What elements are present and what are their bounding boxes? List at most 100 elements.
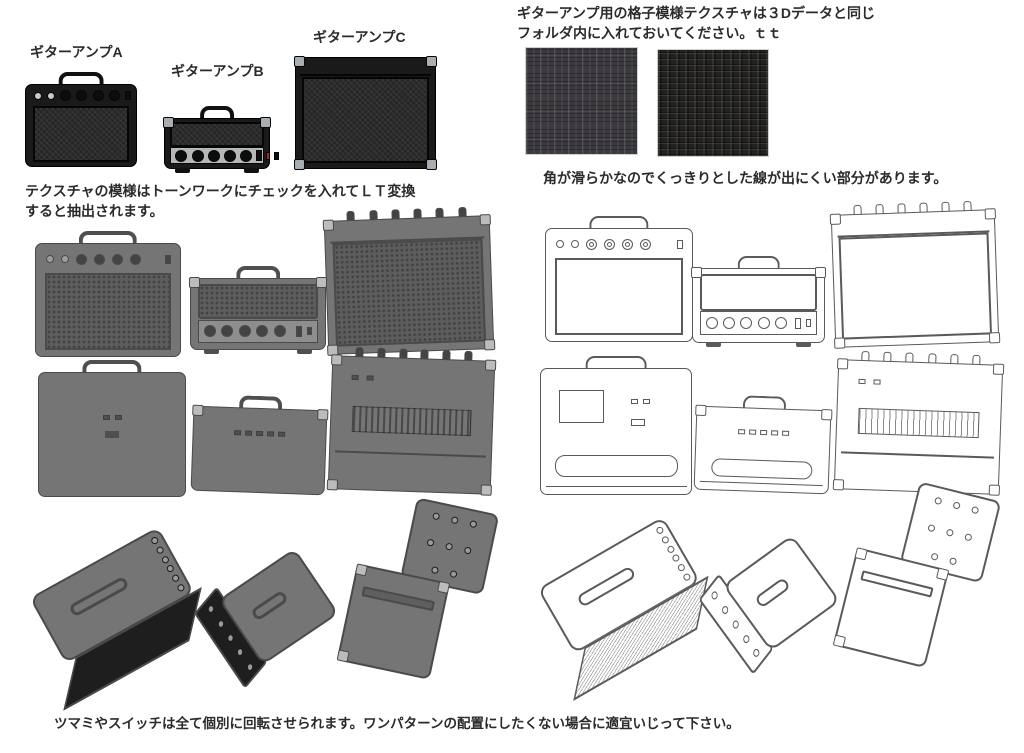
corner-cap bbox=[189, 277, 200, 288]
output-jack bbox=[115, 414, 123, 420]
knob bbox=[92, 90, 104, 102]
input-jack bbox=[46, 91, 55, 100]
knob bbox=[757, 317, 770, 330]
tilted-group bbox=[328, 483, 512, 698]
knob bbox=[93, 253, 105, 265]
amp-front-face bbox=[833, 546, 950, 669]
top-strip bbox=[300, 61, 431, 77]
knob bbox=[740, 317, 753, 330]
knob bbox=[225, 632, 235, 644]
back-connector-row bbox=[737, 429, 789, 437]
port-slot bbox=[711, 458, 813, 480]
jack-pair bbox=[858, 378, 881, 385]
input-jack bbox=[60, 255, 69, 264]
serial-plate bbox=[737, 429, 745, 435]
knob bbox=[676, 562, 686, 573]
knob bbox=[432, 512, 441, 521]
corner-cap bbox=[832, 479, 845, 491]
knob bbox=[774, 317, 787, 330]
amp-cabinet bbox=[545, 228, 693, 342]
amp-b-photo bbox=[163, 106, 280, 173]
output-jack bbox=[103, 414, 111, 420]
output-jack bbox=[267, 430, 275, 437]
handle bbox=[236, 266, 280, 282]
power-switch bbox=[806, 319, 812, 328]
amp-b-line-perspective bbox=[698, 530, 840, 675]
amp-b-gray-perspective bbox=[193, 545, 339, 689]
knob bbox=[170, 573, 181, 584]
knob bbox=[165, 564, 175, 574]
amp-c-gray-perspective bbox=[336, 496, 500, 684]
speaker-grille bbox=[301, 76, 430, 163]
power-inlet bbox=[104, 430, 119, 438]
amp-cabinet bbox=[163, 117, 280, 173]
knob bbox=[191, 149, 204, 162]
basketweave-tolex-texture bbox=[657, 49, 769, 157]
corner-cap bbox=[331, 354, 343, 366]
control-panel bbox=[556, 236, 684, 253]
power-switch bbox=[165, 254, 172, 264]
knob bbox=[964, 532, 974, 542]
output-jack bbox=[366, 375, 374, 382]
amp-c-line-perspective bbox=[833, 480, 1002, 672]
handle bbox=[68, 575, 130, 618]
toggle-switch bbox=[295, 325, 302, 337]
handle bbox=[585, 356, 647, 372]
corner-cap bbox=[192, 404, 204, 417]
handle bbox=[78, 231, 138, 247]
knob bbox=[129, 253, 141, 265]
knob bbox=[742, 632, 752, 645]
control-panel bbox=[46, 251, 172, 268]
knob bbox=[640, 238, 652, 250]
foot bbox=[795, 342, 811, 347]
knob bbox=[207, 149, 220, 162]
knob bbox=[76, 90, 88, 102]
amp-back-panel bbox=[326, 354, 497, 496]
knob bbox=[723, 317, 736, 330]
knob bbox=[971, 506, 980, 515]
amp-back-panel bbox=[38, 372, 186, 497]
amp-c-line-back bbox=[832, 350, 1005, 496]
input-jack bbox=[46, 255, 55, 264]
bottom-rail bbox=[545, 485, 687, 487]
knob bbox=[464, 546, 473, 555]
amp-a-photo bbox=[25, 72, 137, 167]
handle bbox=[250, 589, 290, 623]
corner-cap bbox=[479, 214, 491, 226]
amp-b-gray-back bbox=[190, 395, 329, 496]
port-slot bbox=[361, 586, 436, 612]
knob bbox=[449, 569, 458, 579]
amp-c-gray-back bbox=[326, 346, 497, 496]
knob bbox=[622, 238, 634, 250]
smooth-corners-note: 角が滑らかなのでくっきりとした線が出にくい部分があります。 bbox=[543, 170, 948, 186]
speaker-grille bbox=[554, 258, 684, 336]
corner-cap bbox=[691, 267, 702, 278]
power-inlet bbox=[781, 430, 789, 437]
knob bbox=[160, 554, 170, 565]
knobs-rotate-note: ツマミやスイッチは全て個別に回転させられます。ワンパターンの配置にしたくない場合… bbox=[54, 716, 740, 731]
knob bbox=[604, 238, 616, 250]
knob bbox=[235, 646, 245, 658]
speaker-grille bbox=[32, 106, 130, 162]
knob bbox=[108, 90, 120, 102]
control-panel bbox=[699, 311, 818, 336]
tilted-group bbox=[176, 522, 359, 710]
toggle-switch bbox=[256, 150, 263, 162]
corner-cap bbox=[355, 563, 369, 577]
jack-pair bbox=[103, 414, 123, 420]
foot bbox=[175, 168, 191, 173]
handle bbox=[200, 106, 234, 122]
control-panel bbox=[33, 90, 132, 102]
output-jack bbox=[748, 429, 756, 436]
amp-cabinet bbox=[189, 277, 327, 354]
knob bbox=[671, 553, 681, 564]
tilted-group bbox=[824, 465, 1014, 687]
knob bbox=[946, 528, 955, 537]
knob bbox=[952, 501, 962, 511]
lt-convert-note-line1: テクスチャの模様はトーンワークにチェックを入れてＬＴ変換 bbox=[25, 183, 416, 199]
amp-cabinet bbox=[829, 208, 1001, 349]
corner-cap bbox=[833, 634, 847, 649]
knob bbox=[245, 660, 254, 673]
back-panel-cutout bbox=[559, 390, 604, 423]
